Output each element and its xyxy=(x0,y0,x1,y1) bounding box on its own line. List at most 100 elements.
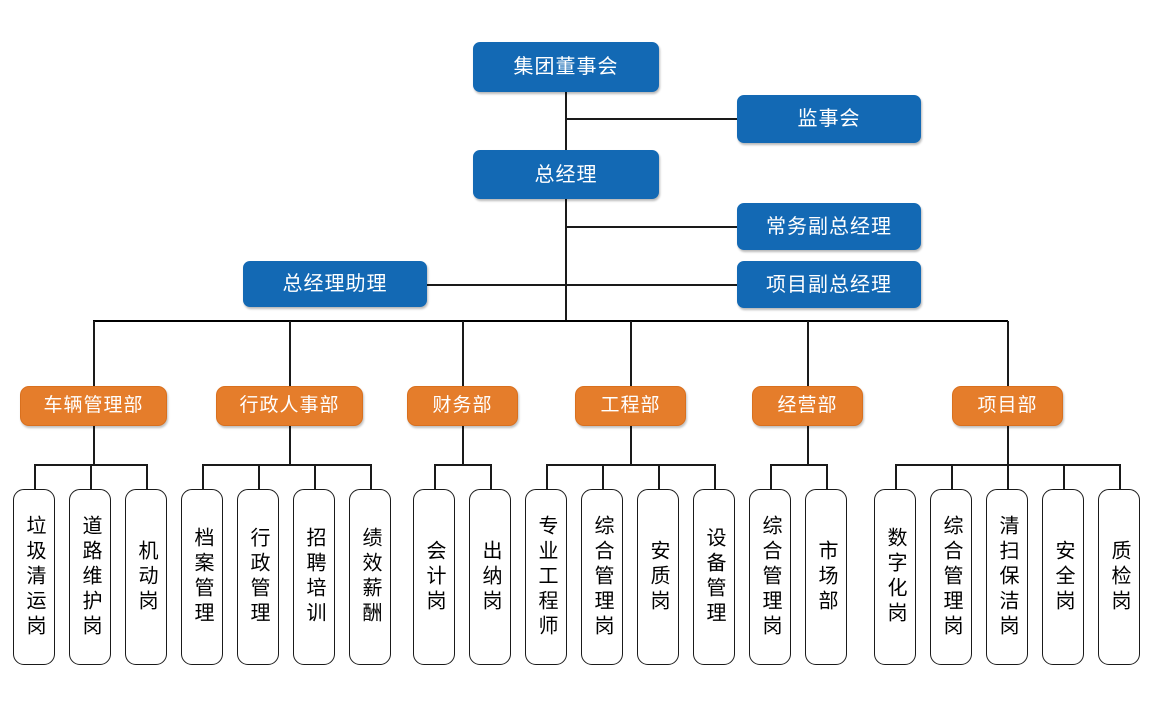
leaf-position-box[interactable]: 数字化岗 xyxy=(874,489,916,665)
node-executive-deputy-gm[interactable]: 常务副总经理 xyxy=(737,203,921,250)
leaf-position-label: 垃圾清运岗 xyxy=(23,514,45,640)
leaf-position-label: 会计岗 xyxy=(423,539,445,615)
connector-dept2-bar xyxy=(434,464,491,466)
connector-dept4-stem xyxy=(807,425,809,465)
connector-dept5-stem xyxy=(1007,425,1009,465)
leaf-position-box[interactable]: 安质岗 xyxy=(637,489,679,665)
leaf-position-label: 行政管理 xyxy=(247,527,269,627)
node-board[interactable]: 集团董事会 xyxy=(473,42,659,92)
connector-dept5-drop-1 xyxy=(951,464,953,489)
leaf-position-box[interactable]: 专业工程师 xyxy=(525,489,567,665)
connector-bus-drop-dept-4 xyxy=(807,321,809,386)
connector-gm-trunk-to-supervisory xyxy=(566,118,737,120)
leaf-position-label: 数字化岗 xyxy=(884,527,906,627)
connector-dept3-drop-0 xyxy=(546,464,548,489)
connector-bus-drop-dept-3 xyxy=(630,321,632,386)
connector-dept5-drop-4 xyxy=(1119,464,1121,489)
connector-dept3-drop-2 xyxy=(658,464,660,489)
leaf-position-box[interactable]: 道路维护岗 xyxy=(69,489,111,665)
leaf-position-box[interactable]: 会计岗 xyxy=(413,489,455,665)
node-gm-assistant[interactable]: 总经理助理 xyxy=(243,261,427,307)
leaf-position-box[interactable]: 安全岗 xyxy=(1042,489,1084,665)
connector-main-bus xyxy=(93,320,1008,322)
leaf-position-box[interactable]: 行政管理 xyxy=(237,489,279,665)
connector-dept5-drop-3 xyxy=(1063,464,1065,489)
leaf-position-box[interactable]: 设备管理 xyxy=(693,489,735,665)
leaf-position-label: 道路维护岗 xyxy=(79,514,101,640)
node-department-engineering[interactable]: 工程部 xyxy=(575,386,686,426)
node-department-finance[interactable]: 财务部 xyxy=(407,386,518,426)
leaf-position-label: 综合管理岗 xyxy=(940,514,962,640)
connector-dept5-drop-0 xyxy=(895,464,897,489)
node-department-admin-hr[interactable]: 行政人事部 xyxy=(216,386,363,426)
leaf-position-box[interactable]: 出纳岗 xyxy=(469,489,511,665)
leaf-position-box[interactable]: 机动岗 xyxy=(125,489,167,665)
leaf-position-label: 市场部 xyxy=(815,539,837,615)
connector-dept5-drop-2 xyxy=(1007,464,1009,489)
connector-dept4-drop-0 xyxy=(770,464,772,489)
node-supervisory-board[interactable]: 监事会 xyxy=(737,95,921,143)
connector-dept0-stem xyxy=(93,425,95,465)
leaf-position-box[interactable]: 招聘培训 xyxy=(293,489,335,665)
connector-dept1-stem xyxy=(289,425,291,465)
connector-dept2-drop-0 xyxy=(434,464,436,489)
node-department-engineering-label: 工程部 xyxy=(600,394,661,416)
node-department-vehicle-management[interactable]: 车辆管理部 xyxy=(20,386,167,426)
leaf-position-label: 质检岗 xyxy=(1108,539,1130,615)
connector-dept3-stem xyxy=(630,425,632,465)
leaf-position-label: 招聘培训 xyxy=(303,527,325,627)
connector-dept1-drop-1 xyxy=(258,464,260,489)
node-department-operations-label: 经营部 xyxy=(777,394,838,416)
node-department-finance-label: 财务部 xyxy=(432,394,493,416)
leaf-position-box[interactable]: 清扫保洁岗 xyxy=(986,489,1028,665)
connector-dept4-drop-1 xyxy=(826,464,828,489)
connector-dept0-drop-1 xyxy=(90,464,92,489)
leaf-position-box[interactable]: 综合管理岗 xyxy=(930,489,972,665)
leaf-position-label: 综合管理岗 xyxy=(759,514,781,640)
leaf-position-label: 档案管理 xyxy=(191,527,213,627)
connector-dept0-drop-2 xyxy=(146,464,148,489)
node-supervisory-board-label: 监事会 xyxy=(797,108,861,130)
connector-gm-to-project-deputy xyxy=(566,284,737,286)
node-department-project-label: 项目部 xyxy=(977,394,1038,416)
connector-bus-drop-dept-0 xyxy=(93,321,95,386)
connector-dept1-drop-2 xyxy=(314,464,316,489)
leaf-position-label: 出纳岗 xyxy=(479,539,501,615)
leaf-position-label: 专业工程师 xyxy=(535,514,557,640)
leaf-position-box[interactable]: 档案管理 xyxy=(181,489,223,665)
node-project-deputy-gm[interactable]: 项目副总经理 xyxy=(737,261,921,308)
leaf-position-label: 安质岗 xyxy=(647,539,669,615)
node-department-vehicle-management-label: 车辆管理部 xyxy=(43,394,144,416)
node-general-manager-label: 总经理 xyxy=(534,163,598,186)
node-department-admin-hr-label: 行政人事部 xyxy=(239,394,340,416)
connector-dept1-drop-0 xyxy=(202,464,204,489)
leaf-position-label: 综合管理岗 xyxy=(591,514,613,640)
leaf-position-label: 设备管理 xyxy=(703,527,725,627)
leaf-position-label: 安全岗 xyxy=(1052,539,1074,615)
connector-dept3-drop-3 xyxy=(714,464,716,489)
node-department-operations[interactable]: 经营部 xyxy=(752,386,863,426)
leaf-position-box[interactable]: 质检岗 xyxy=(1098,489,1140,665)
connector-dept2-stem xyxy=(462,425,464,465)
leaf-position-box[interactable]: 绩效薪酬 xyxy=(349,489,391,665)
leaf-position-box[interactable]: 综合管理岗 xyxy=(749,489,791,665)
connector-gm-to-bus xyxy=(565,198,567,322)
node-general-manager[interactable]: 总经理 xyxy=(473,150,659,199)
leaf-position-box[interactable]: 综合管理岗 xyxy=(581,489,623,665)
leaf-position-label: 清扫保洁岗 xyxy=(996,514,1018,640)
node-department-project[interactable]: 项目部 xyxy=(952,386,1063,426)
node-executive-deputy-gm-label: 常务副总经理 xyxy=(766,215,892,238)
connector-dept1-drop-3 xyxy=(370,464,372,489)
node-gm-assistant-label: 总经理助理 xyxy=(282,273,388,295)
connector-dept1-bar xyxy=(202,464,371,466)
connector-dept0-drop-0 xyxy=(34,464,36,489)
leaf-position-box[interactable]: 垃圾清运岗 xyxy=(13,489,55,665)
node-project-deputy-gm-label: 项目副总经理 xyxy=(766,273,892,296)
node-board-label: 集团董事会 xyxy=(513,56,619,78)
connector-bus-drop-dept-2 xyxy=(462,321,464,386)
connector-dept2-drop-1 xyxy=(490,464,492,489)
leaf-position-box[interactable]: 市场部 xyxy=(805,489,847,665)
connector-dept3-drop-1 xyxy=(602,464,604,489)
leaf-position-label: 机动岗 xyxy=(135,539,157,615)
